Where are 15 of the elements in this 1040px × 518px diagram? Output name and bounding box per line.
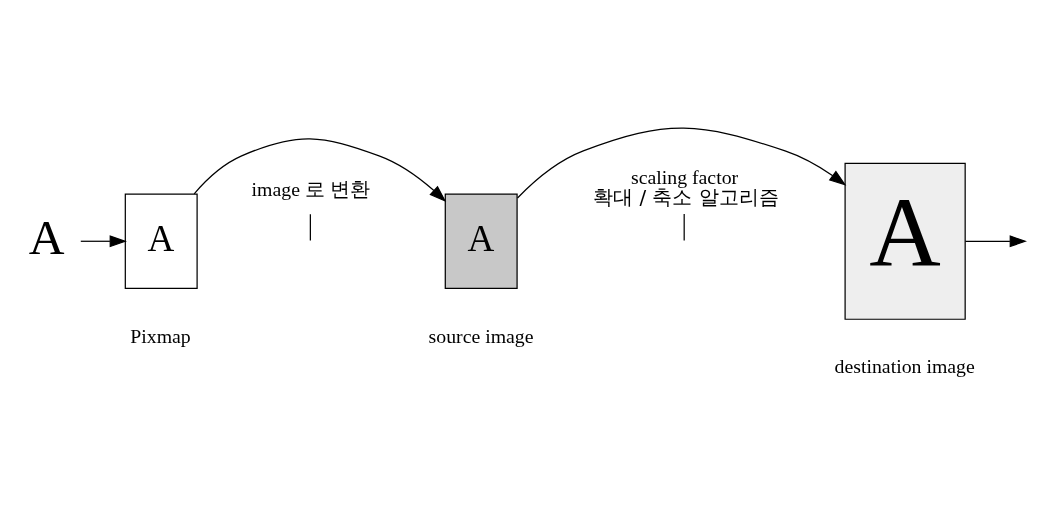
node-text: image 로 변환 xyxy=(251,177,370,200)
node-box: A xyxy=(444,193,518,289)
node-box: A xyxy=(844,162,966,320)
arrow xyxy=(80,234,127,247)
node-box: A xyxy=(124,193,198,289)
node-text: scaling factor 확대 / 축소 알고리즘 xyxy=(593,165,779,209)
node-text: A xyxy=(28,209,65,265)
node-label: source image xyxy=(428,324,534,347)
arrow xyxy=(516,127,847,199)
arrow xyxy=(964,234,1027,247)
arrow xyxy=(193,137,447,202)
connector xyxy=(309,213,311,241)
node-label: destination image xyxy=(834,354,975,377)
node-label: Pixmap xyxy=(130,324,191,347)
connector xyxy=(683,212,685,241)
